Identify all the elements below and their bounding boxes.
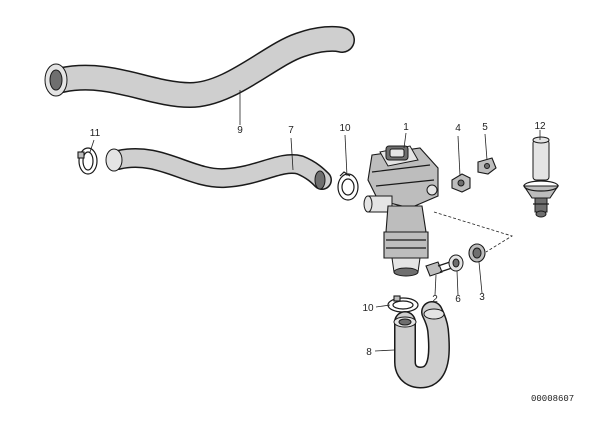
drawing-code: 00008607 xyxy=(531,394,574,404)
bracket-5 xyxy=(477,157,497,175)
label-8: 8 xyxy=(366,347,372,358)
hose-clamp-10-lower xyxy=(387,295,419,313)
label-6: 6 xyxy=(455,294,461,305)
label-5: 5 xyxy=(482,122,488,133)
label-3: 3 xyxy=(479,292,485,303)
label-4: 4 xyxy=(455,123,461,134)
hose-8 xyxy=(393,301,450,389)
hose-7-end xyxy=(105,148,123,172)
bushing-3 xyxy=(468,243,486,263)
label-11: 11 xyxy=(90,128,101,139)
label-1: 1 xyxy=(403,122,409,133)
nut-4 xyxy=(451,173,471,193)
label-2: 2 xyxy=(432,294,438,305)
auxiliary-water-pump-1 xyxy=(363,145,439,277)
hose-9 xyxy=(44,25,355,108)
label-7: 7 xyxy=(288,125,294,136)
label-10-lower: 10 xyxy=(362,303,374,314)
leader-lines xyxy=(89,90,541,352)
label-9: 9 xyxy=(237,125,243,136)
label-10-upper: 10 xyxy=(339,123,351,134)
part-number-labels: 9 11 7 10 1 4 5 12 2 6 3 10 8 xyxy=(90,121,546,358)
hose-clamp-11 xyxy=(77,147,98,175)
bolt-2 xyxy=(425,261,453,277)
thermostat-12 xyxy=(522,136,560,218)
hose-7 xyxy=(105,148,332,190)
label-12: 12 xyxy=(534,121,546,132)
washer-6 xyxy=(448,254,464,272)
hose-clamp-10-upper xyxy=(337,171,359,201)
